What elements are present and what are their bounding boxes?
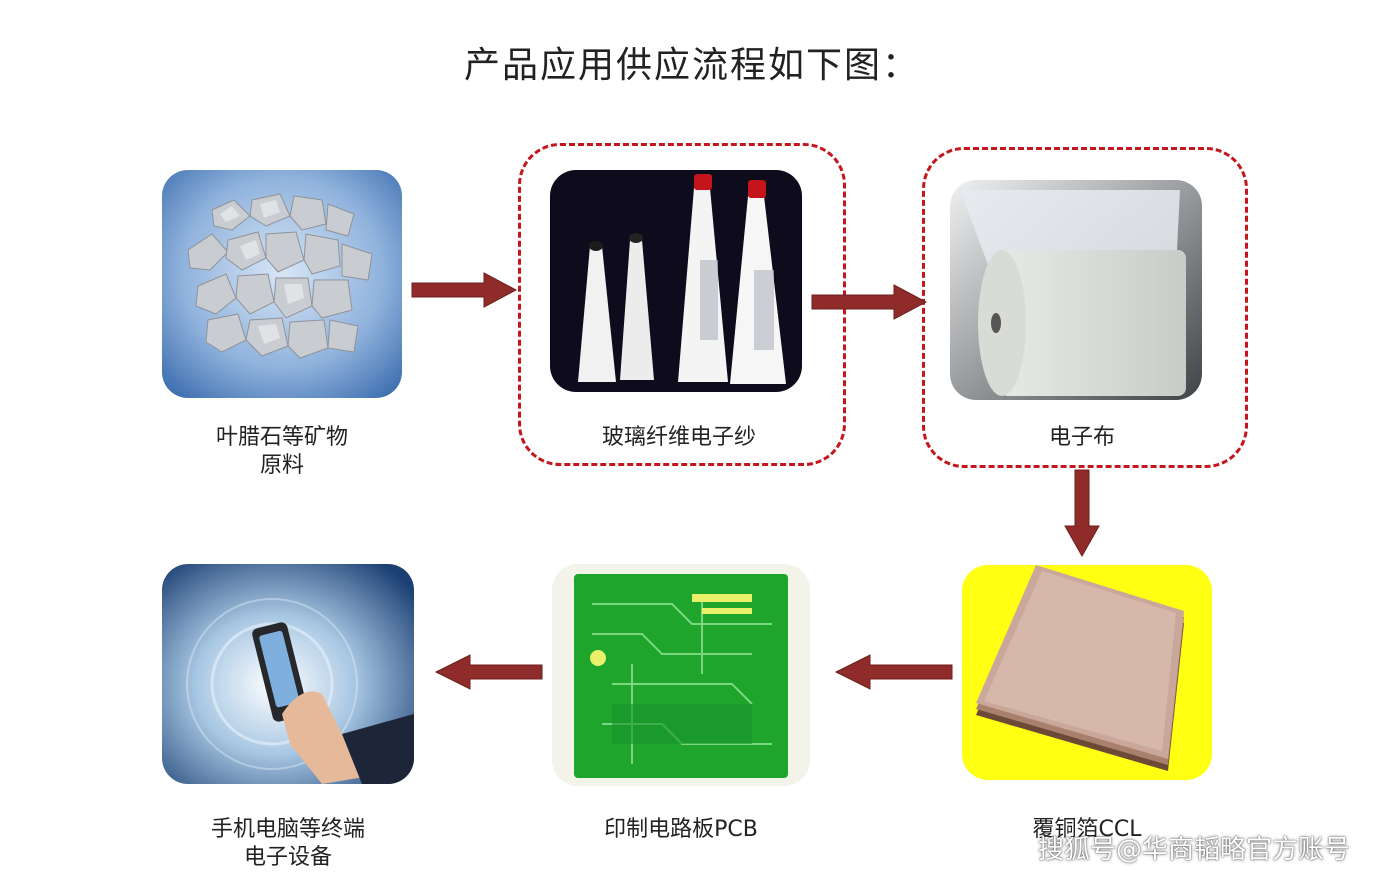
yarn-spools-icon: [550, 170, 802, 392]
arrow-left-icon: [432, 652, 544, 692]
raw-material-label: 叶腊石等矿物 原料: [162, 424, 402, 480]
fabric-roll-image: [950, 180, 1202, 400]
end-device-label: 手机电脑等终端 电子设备: [162, 816, 414, 872]
arrow-left-icon: [832, 652, 954, 692]
pcb-label: 印制电路板PCB: [552, 816, 810, 844]
mineral-rocks-image: [162, 170, 402, 398]
circuit-board-icon: [552, 564, 810, 786]
arrow-raw-to-yarn: [410, 270, 520, 310]
fabric-roll-icon: [950, 180, 1202, 400]
mineral-rocks-icon: [162, 170, 402, 398]
diagram-title: 产品应用供应流程如下图：: [0, 36, 1384, 88]
arrow-down-icon: [1062, 468, 1102, 558]
electronic-cloth-label: 电子布: [922, 424, 1242, 452]
yarn-spools-image: [550, 170, 802, 392]
arrow-ccl-to-pcb: [832, 652, 954, 692]
pcb-image: [552, 564, 810, 786]
arrow-right-icon: [410, 270, 520, 310]
copper-clad-laminate-icon: [962, 565, 1212, 780]
arrow-right-icon: [810, 282, 930, 322]
smartphone-hand-icon: [162, 564, 414, 784]
watermark: 搜狐号@华商韬略官方账号: [1038, 829, 1350, 866]
device-image: [162, 564, 414, 784]
arrow-yarn-to-cloth: [810, 282, 930, 322]
glass-fiber-yarn-label: 玻璃纤维电子纱: [518, 424, 840, 452]
ccl-image: [962, 565, 1212, 780]
arrow-pcb-to-device: [432, 652, 544, 692]
arrow-cloth-to-ccl: [1062, 468, 1102, 558]
